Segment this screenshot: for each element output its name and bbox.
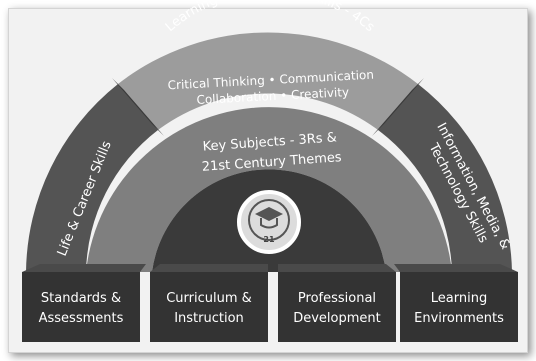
ring-separator-left — [112, 78, 164, 136]
pillar-curriculum-instruction: Curriculum & Instruction — [150, 264, 268, 342]
p21-globe-icon: 21 — [237, 190, 301, 254]
pillar-3-line2: Development — [293, 311, 381, 326]
pillar-2-line2: Instruction — [174, 311, 244, 326]
pillar-4-line2: Environments — [414, 311, 504, 326]
pillar-professional-development: Professional Development — [278, 264, 396, 342]
ring-separator-right — [372, 78, 424, 136]
emblem-label: 21 — [263, 235, 275, 244]
ring-learning-innovation — [118, 32, 418, 131]
learning-innovation-title: Learning & Innovation Skills - 4Cs — [163, 0, 377, 35]
ring-key-subjects — [86, 107, 452, 272]
pillar-2-line1: Curriculum & — [166, 291, 252, 306]
pillar-1-line1: Standards & — [41, 291, 121, 306]
ring-life-career — [26, 84, 158, 272]
pillar-4-line1: Learning — [431, 291, 487, 306]
pillar-learning-environments: Learning Environments — [394, 264, 518, 342]
ring-information-media — [378, 84, 512, 272]
pillar-1-line2: Assessments — [39, 311, 124, 326]
pillar-3-line1: Professional — [298, 291, 376, 306]
pillar-standards-assessments: Standards & Assessments — [22, 264, 146, 342]
